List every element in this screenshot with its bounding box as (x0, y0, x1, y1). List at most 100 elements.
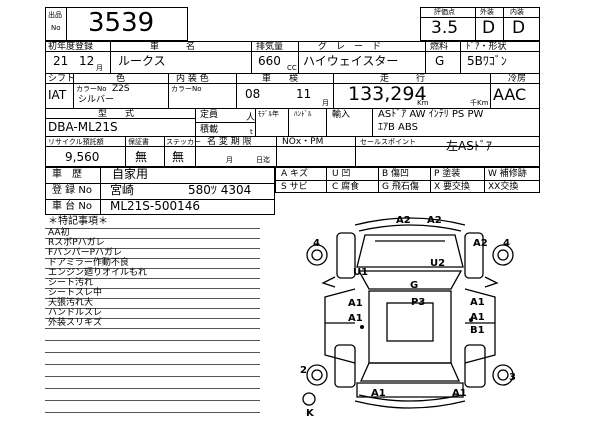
score-box (420, 7, 540, 41)
sticker-label: ステッカー (166, 138, 201, 146)
reg-label: 登 録 No (52, 185, 92, 196)
note-item: 外装スリキズ (48, 318, 103, 328)
reg-area: 宮崎 (110, 183, 135, 197)
note-item: ハンドルスレ (48, 308, 103, 318)
score-label: 評価点 (434, 8, 455, 16)
warranty: 無 (135, 150, 148, 164)
recycle-amount: 9,560 (65, 150, 100, 164)
model-code: DBA-ML21S (48, 120, 118, 134)
car-name: ルークス (118, 54, 166, 68)
mark-a1: A1 (452, 388, 467, 399)
mark-a1: A1 (470, 312, 485, 323)
import-label: 輸入 (332, 110, 351, 120)
interior-value: D (512, 18, 526, 38)
first-reg-year: 21 (53, 54, 69, 68)
inspection-month: 11 (296, 87, 312, 101)
mark-2: 2 (300, 365, 307, 376)
shift-label: シフト (48, 74, 76, 84)
inspection-year: 08 (245, 87, 261, 101)
lot-number: 3539 (88, 8, 155, 38)
spec-table (45, 41, 540, 167)
model-year-label: ﾓﾃﾞﾙ年 (258, 110, 279, 118)
legend-item: S サビ (281, 182, 308, 192)
load-label: 積載 (200, 125, 219, 135)
model-label: 型 式 (98, 109, 135, 119)
exterior-label: 外装 (480, 8, 494, 16)
exterior-value: D (482, 18, 496, 38)
fuel: G (435, 54, 445, 68)
reg-number: 580ﾂ 4304 (188, 183, 252, 197)
car-damage-diagram (302, 217, 514, 409)
mileage-label: 走 行 (380, 74, 426, 84)
sales-point-label: セールスポイント (360, 138, 416, 146)
capacity-label: 定員 (200, 110, 219, 120)
lot-label: 出品 (48, 11, 62, 19)
mileage: 133,294 (348, 83, 427, 105)
grade: ハイウェイスター (303, 54, 399, 68)
equipment-line2: ｴｱB ABS (378, 122, 418, 133)
note-item: RスポPハガレ (48, 238, 105, 248)
mark-4: 4 (503, 238, 510, 249)
history-value: 自家用 (112, 167, 149, 181)
mark-a2: A2 (396, 215, 411, 226)
name-change-label: 名 変 期 限 (207, 137, 252, 147)
score-value: 3.5 (431, 18, 459, 38)
chassis-label: 車 台 No (52, 201, 92, 212)
note-item: シート汚れ (48, 278, 94, 288)
mark-a1: A1 (348, 298, 363, 309)
mark-a1: A1 (348, 313, 363, 324)
first-reg-label: 初年度登録 (48, 42, 94, 52)
mark-u1: U1 (353, 267, 369, 278)
legend-item: G 飛石傷 (382, 182, 419, 192)
legend-item: P 塗装 (434, 169, 461, 179)
first-reg-month: 12 (79, 54, 95, 68)
recycle-label: リサイクル預託額 (48, 138, 104, 146)
mark-g: G (410, 280, 419, 291)
legend-item: XX交換 (488, 182, 519, 192)
nox-label: NOx・PM (282, 137, 324, 147)
mark-a2: A2 (473, 238, 488, 249)
note-item: FバンパーPハガレ (48, 248, 123, 258)
sales-point: 左ASﾄﾞｱ (446, 139, 492, 153)
grade-label: グ レ ー ド (318, 42, 382, 52)
car-name-label: 車 名 (150, 42, 196, 52)
mark-k: K (306, 408, 314, 419)
notes-title: ＊特記事項＊ (48, 216, 108, 227)
shift: IAT (48, 88, 67, 102)
history-label: 車 歴 (52, 169, 82, 180)
note-item: エンジン廻りオイルもれ (48, 268, 148, 278)
color: シルバー (78, 95, 115, 105)
legend-item: C 腐食 (332, 182, 360, 192)
lot-box (45, 7, 188, 41)
note-item: AA初 (48, 228, 70, 238)
interior-color-label: 内 装 色 (176, 74, 209, 84)
mark-a1: A1 (470, 297, 485, 308)
chassis: ML21S-500146 (110, 199, 201, 213)
mark-a1: A1 (371, 388, 386, 399)
warranty-label: 保証書 (128, 138, 149, 146)
legend-item: A キズ (281, 169, 309, 179)
history-table (45, 167, 275, 215)
mark-b1: B1 (470, 325, 485, 336)
mark-u2: U2 (430, 258, 446, 269)
legend-item: U 凹 (332, 169, 351, 179)
door-shape-label: ﾄﾞｱ・形状 (466, 42, 507, 52)
note-item: ドアミラー作動不良 (48, 258, 129, 268)
note-item: 天張汚れ大 (48, 298, 94, 308)
fuel-label: 燃料 (430, 42, 449, 52)
legend-item: X 要交換 (434, 182, 471, 192)
ac-label: 冷房 (508, 74, 527, 84)
ac: AAC (493, 85, 527, 104)
mark-p3: P3 (411, 297, 426, 308)
displacement-label: 排気量 (256, 42, 284, 52)
door-shape: 5Bﾜｺﾞﾝ (467, 54, 507, 68)
color-no: Z2S (112, 84, 130, 94)
inspection-label: 車 検 (262, 74, 299, 84)
equipment-line1: ASﾄﾞｱ AW ｲﾝﾃﾘ PS PW (378, 109, 484, 120)
legend-item: B 傷凹 (382, 169, 410, 179)
interior-label: 内装 (510, 8, 524, 16)
mark-a2: A2 (427, 215, 442, 226)
sticker: 無 (172, 150, 185, 164)
mark-3: 3 (509, 372, 516, 383)
handle-label: ﾊﾝﾄﾞﾙ (294, 110, 312, 118)
